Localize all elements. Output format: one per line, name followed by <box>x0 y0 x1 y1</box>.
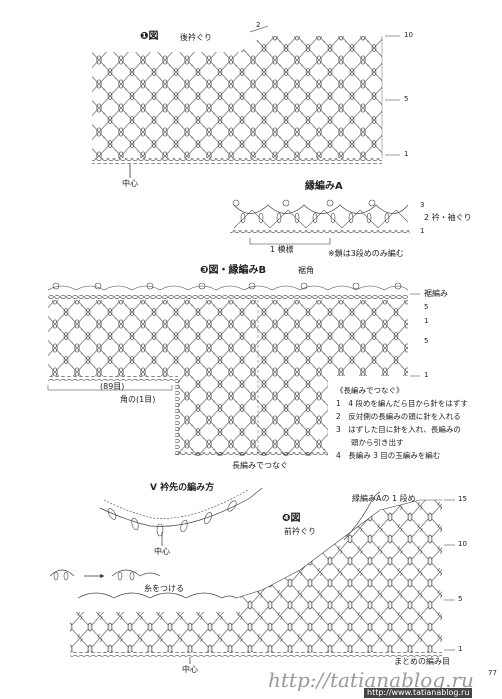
figure-4-row-15: 15 <box>458 495 467 503</box>
figure-3-row-1b: 1 <box>424 371 429 379</box>
notes-item-5: 4 長編み 3 目の玉編みを編む <box>336 451 441 460</box>
figure-3-row-5a: 5 <box>424 303 429 311</box>
vneck-center-bottom: 中心 <box>182 665 198 674</box>
figure-4-row-1: 1 <box>458 645 463 653</box>
figure-3-row-5b: 5 <box>424 337 429 345</box>
figure-4-first-row: 縁編みAの 1 段め <box>352 494 416 503</box>
figure-1-row-1: 1 <box>404 150 409 158</box>
footer-badge[interactable]: http://www.tatianablog.ru <box>364 688 473 698</box>
vneck-center: 中心 <box>154 547 170 556</box>
figure-1-title: ❶図 <box>140 31 159 42</box>
figure-3-join: 長編みでつなぐ <box>232 461 288 470</box>
figure-4-subtitle: 前衿ぐり <box>284 527 316 536</box>
edge-a-row-3: 3 <box>420 201 425 209</box>
figure-3-edge: 裾編み <box>424 289 448 298</box>
figure-3-count: (89目) <box>100 382 125 391</box>
notes-item-1: 1 4 段めを編んだら目から針をはずす <box>336 399 468 408</box>
page-number: 77 <box>488 669 497 677</box>
figure-1-center: 中心 <box>122 179 138 188</box>
edge-a-pattern: 1 模様 <box>270 245 294 254</box>
figure-1-subtitle: 後衿ぐり <box>180 33 212 42</box>
figure-4-row-5: 5 <box>458 595 463 603</box>
vneck-join-label: 糸をつける <box>144 584 184 593</box>
figure-3-chart <box>47 282 420 457</box>
figure-4-chart <box>70 491 455 664</box>
figure-1-row-5: 5 <box>404 95 409 103</box>
figure-3-corner: 角の(1目) <box>120 395 156 404</box>
figure-3-subtitle: 裾角 <box>298 266 314 275</box>
notes-item-3: 3 はずした目に針を入れ、長編みの <box>336 425 461 434</box>
figure-4-row-10: 10 <box>458 540 467 548</box>
notes-item-2: 2 反対側の長編みの頭に針を入れる <box>336 412 461 421</box>
notes-block: 《長編みでつなぐ》 1 4 段めを編んだら目から針をはずす 2 反対側の長編みの… <box>336 384 468 462</box>
notes-heading: 《長編みでつなぐ》 <box>336 386 404 395</box>
edge-a-title: 縁編みA <box>305 181 343 192</box>
figure-4-title: ❹図 <box>282 513 301 524</box>
figure-1-row-10: 10 <box>404 31 413 39</box>
notes-item-4: 頭から引き出す <box>336 438 404 447</box>
figure-1-arrow-label: 2 <box>256 21 261 29</box>
vneck-title: V 衿先の編み方 <box>150 483 215 493</box>
edge-a-side: 2 衿・袖ぐり <box>424 213 472 222</box>
edge-a-row-1: 1 <box>420 227 425 235</box>
edge-a-chart <box>230 199 410 245</box>
figure-1-chart <box>92 25 400 178</box>
figure-3-row-1a: 1 <box>424 317 429 325</box>
vneck-chart <box>49 487 263 581</box>
figure-4-bottom: まとめの編み目 <box>394 657 450 666</box>
edge-a-note: ※鎖は3段めのみ編む <box>328 249 404 258</box>
figure-3-title: ❸図・縁編みB <box>200 265 267 276</box>
